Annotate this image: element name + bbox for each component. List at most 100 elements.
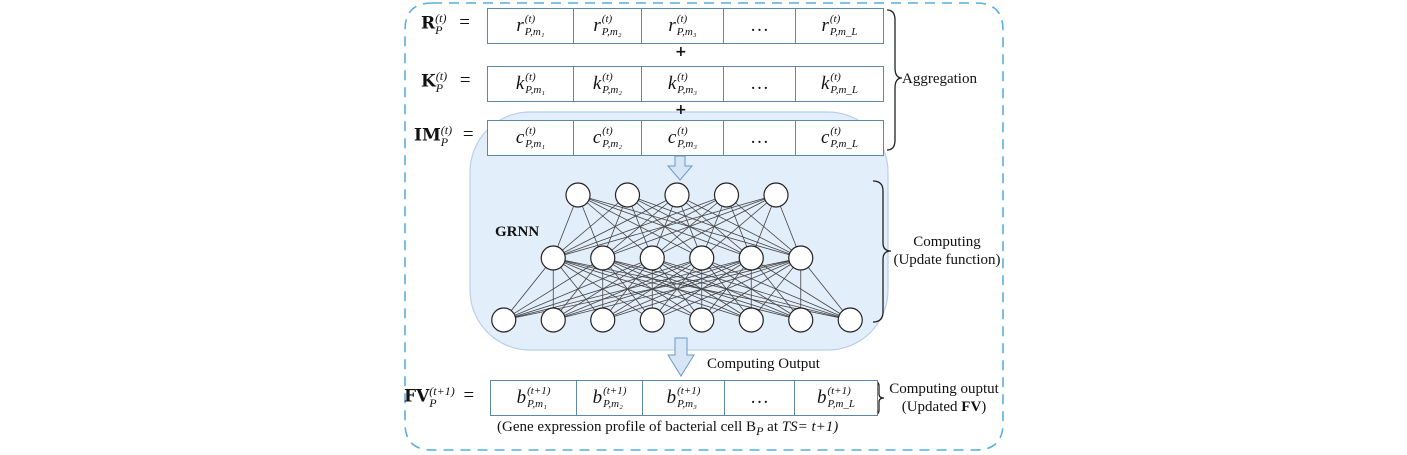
lhs-symbol: IM (414, 125, 441, 146)
caption: (Gene expression profile of bacterial ce… (497, 419, 838, 439)
cell-symbol: c (592, 127, 602, 148)
cell-symbol: k (820, 73, 830, 94)
computing-brace (872, 180, 892, 323)
computing-label-line1: Computing (913, 234, 981, 250)
cell-symbol: k (667, 73, 677, 94)
grnn-node-layer-2 (540, 245, 566, 271)
cell-scripts: (t+1)P,m₁ (527, 386, 550, 410)
caption-ts: TS (781, 419, 798, 435)
cell-scripts: (t)P,m_L (830, 14, 858, 38)
fv-right-prefix: (Updated (901, 399, 962, 415)
vector-cell: c(t)P,m_L (796, 121, 883, 155)
cell-superscript: (t) (829, 13, 841, 25)
cell-scripts: (t)P,m₁ (525, 14, 545, 38)
grnn-edge (553, 257, 801, 321)
computing-output-label: Computing Output (707, 356, 820, 372)
fv-right-bold: FV (961, 399, 982, 415)
grnn-edge (652, 194, 777, 259)
cell-subscript: P,m_L (827, 398, 856, 410)
vector-cell: … (724, 9, 796, 43)
grnn-edge (552, 194, 628, 259)
cell-scripts: (t)P,m₂ (602, 72, 622, 96)
plus-sign: + (675, 102, 687, 118)
cell-symbol: r (516, 15, 524, 36)
cell-symbol: b (592, 387, 603, 408)
caption-prefix: (Gene expression profile of bacterial ce… (497, 419, 757, 435)
vector-cell: c(t)P,m₂ (574, 121, 642, 155)
caption-suffix: = t+1) (797, 419, 839, 435)
cell-symbol: c (820, 127, 830, 148)
cell-superscript: (t+1) (827, 385, 851, 397)
cell-scripts: (t)P,m₁ (525, 126, 545, 150)
cell-scripts: (t)P,m₃ (677, 72, 697, 96)
cell-subscript: P,m₂ (602, 84, 623, 96)
lhs-sub: P (435, 23, 443, 37)
arrow-down-into-grnn (666, 155, 694, 181)
vector-cell: c(t)P,m₃ (642, 121, 724, 155)
cell-subscript: P,m₂ (603, 398, 623, 410)
cell-scripts: (t+1)P,m₂ (603, 386, 626, 410)
cell-symbol: r (821, 15, 829, 36)
lhs-sup: (t+1) (429, 384, 455, 398)
cell-symbol: … (750, 73, 769, 94)
grnn-node-layer-3 (788, 307, 814, 333)
cell-subscript: P,m₂ (601, 26, 622, 38)
grnn-node-layer-1 (565, 182, 591, 208)
cell-symbol: k (515, 73, 525, 94)
cell-superscript: (t) (602, 125, 613, 137)
grnn-node-layer-1 (664, 182, 690, 208)
grnn-node-layer-3 (491, 307, 517, 333)
grnn-node-layer-3 (738, 307, 764, 333)
cell-superscript: (t) (677, 125, 688, 137)
cell-subscript: P,m₁ (525, 84, 546, 96)
grnn-edge (750, 257, 802, 321)
plus-sign: + (675, 44, 687, 60)
vector-cell: k(t)P,m_L (796, 67, 883, 101)
grnn-edge (503, 257, 702, 321)
lhs-sub: P (440, 135, 449, 149)
vector-cell: c(t)P,m₁ (488, 121, 574, 155)
cell-symbol: … (750, 387, 769, 408)
cell-symbol: b (666, 387, 677, 408)
grnn-node-layer-3 (837, 307, 863, 333)
fv-right-label-line2: (Updated FV) (886, 398, 1002, 416)
lhs-sup: (t) (435, 11, 447, 25)
cell-subscript: P,m₁ (527, 398, 547, 410)
cell-subscript: P,m_L (830, 84, 859, 96)
cell-symbol: r (668, 15, 676, 36)
cell-subscript: P,m_L (830, 138, 859, 150)
grnn-edge (553, 194, 727, 259)
output-brace (872, 380, 885, 416)
vector-cell: … (724, 67, 796, 101)
lhs-sub: P (435, 81, 444, 95)
cell-superscript: (t) (525, 125, 536, 137)
lhs-symbol: K (421, 71, 436, 92)
cell-subscript: P,m₁ (525, 138, 546, 150)
aggregation-label: Aggregation (902, 71, 977, 87)
grnn-node-layer-3 (590, 307, 616, 333)
grnn-edge (553, 194, 777, 259)
cell-symbol: … (750, 127, 769, 148)
grnn-edge (503, 257, 603, 321)
cell-subscript: P,m_L (829, 26, 858, 38)
cell-symbol: k (592, 73, 602, 94)
vector-cell: k(t)P,m₁ (488, 67, 574, 101)
cell-superscript: (t) (830, 125, 841, 137)
cell-superscript: (t+1) (527, 385, 551, 397)
grnn-edge (503, 257, 653, 321)
grnn-edge (800, 257, 851, 321)
cell-superscript: (t+1) (677, 385, 701, 397)
aggregation-brace (886, 9, 903, 151)
computing-label: Computing (Update function) (891, 233, 1003, 269)
lhs-R: R(t)P = (421, 12, 470, 36)
cell-superscript: (t) (525, 71, 536, 83)
cell-superscript: (t) (677, 71, 688, 83)
grnn-node-layer-3 (540, 307, 566, 333)
cell-symbol: r (593, 15, 601, 36)
grnn-edge (602, 194, 777, 259)
cell-scripts: (t)P,m₃ (677, 126, 697, 150)
